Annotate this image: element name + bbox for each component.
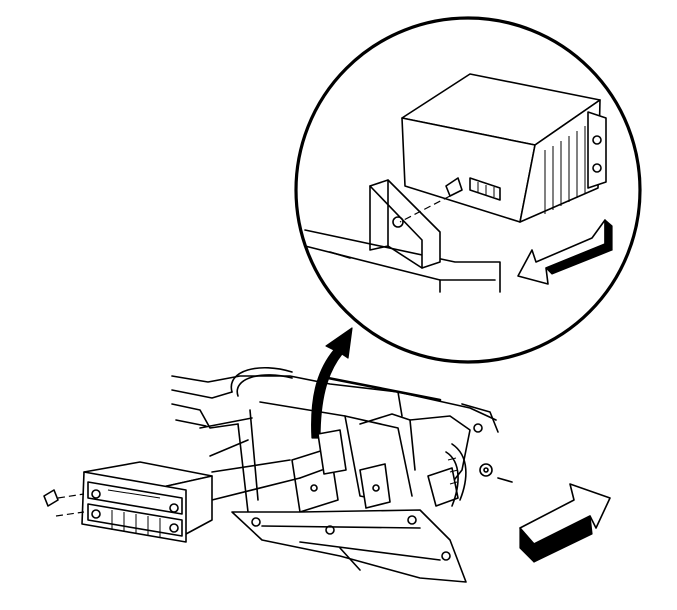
removal-direction-arrow [517, 219, 613, 285]
detail-panel-rail [304, 229, 501, 293]
radio-chassis-closeup [401, 73, 607, 223]
radio-faceplate-assembly [81, 461, 213, 543]
instrument-panel-carrier [171, 366, 513, 583]
forward-direction-arrow [519, 483, 611, 563]
faceplate-screw [43, 489, 85, 517]
mounting-bracket [369, 179, 441, 269]
retaining-screw [399, 177, 463, 223]
callout-arrow [311, 327, 353, 439]
